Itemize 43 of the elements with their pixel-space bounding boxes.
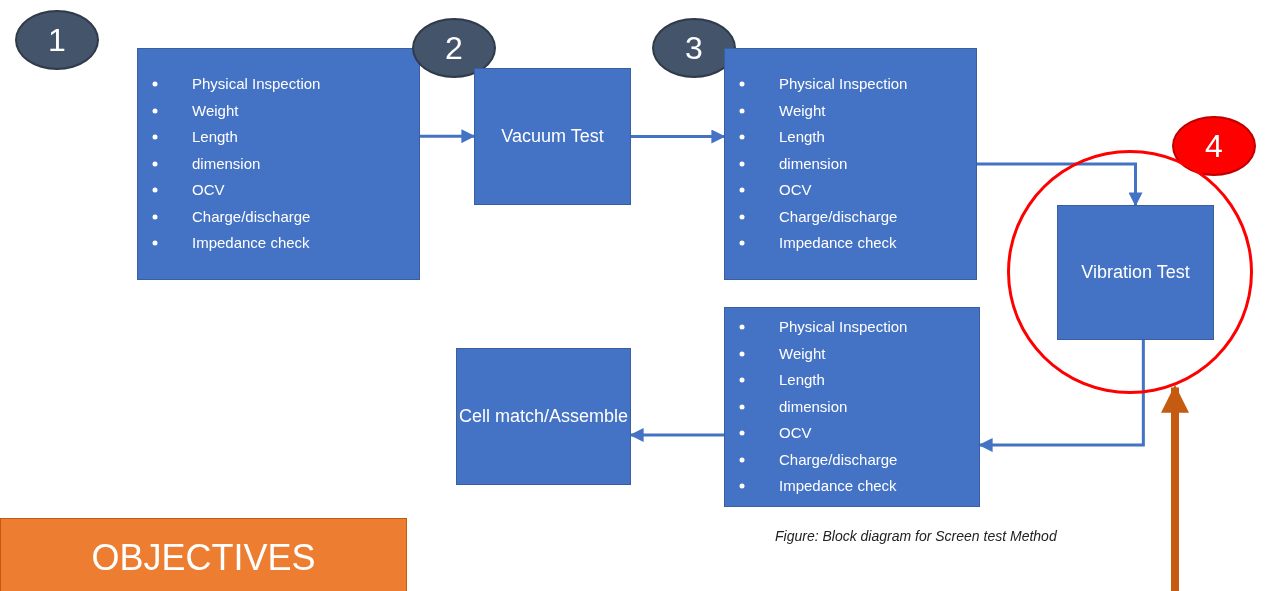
section-banner	[0, 518, 407, 591]
box-label: OBJECTIVES	[91, 537, 316, 579]
arrow	[629, 428, 724, 442]
checklist-item: Weight	[779, 100, 826, 121]
arrow	[1161, 384, 1189, 591]
arrow	[631, 129, 726, 144]
arrow	[420, 129, 476, 144]
checklist-item: Length	[779, 370, 825, 390]
checklist-item: Physical Inspection	[779, 74, 908, 94]
checklist-item: Physical Inspection	[779, 317, 908, 337]
checklist-item: Impedance check	[779, 233, 897, 253]
checklist-item: Charge/discharge	[779, 206, 898, 227]
checklist-item: Physical Inspection	[192, 74, 321, 94]
box-label: 1	[48, 21, 66, 59]
process-box	[474, 68, 631, 205]
checklist-item: OCV	[192, 180, 225, 200]
checklist-item: OCV	[779, 180, 812, 200]
checklist-item: Charge/discharge	[192, 206, 311, 227]
box-label: 4	[1205, 127, 1223, 165]
checklist-item: Weight	[192, 100, 239, 121]
checklist-item: Impedance check	[192, 233, 310, 253]
checklist-item: dimension	[192, 153, 261, 174]
checklist-box	[724, 307, 980, 507]
arrow	[978, 340, 1145, 452]
box-label: 2	[445, 29, 463, 67]
checklist-item: dimension	[779, 396, 848, 417]
checklist-item: Weight	[779, 343, 826, 364]
checklist-item: dimension	[779, 153, 848, 174]
process-box	[1057, 205, 1214, 340]
checklist-box	[137, 48, 420, 280]
checklist-item: Charge/discharge	[779, 449, 898, 470]
checklist-item: Length	[192, 127, 238, 147]
checklist-item: Impedance check	[779, 476, 897, 496]
box-label: 3	[685, 29, 703, 67]
checklist-item: OCV	[779, 423, 812, 443]
figure-caption: Figure: Block diagram for Screen test Method	[775, 528, 1057, 544]
arrow	[977, 162, 1143, 207]
box-label: Cell match/Assemble	[458, 404, 629, 428]
checklist-box	[724, 48, 977, 280]
process-box	[456, 348, 631, 485]
checklist-item: Length	[779, 127, 825, 147]
box-label: Vibration Test	[1081, 260, 1190, 284]
box-label: Vacuum Test	[501, 124, 604, 148]
